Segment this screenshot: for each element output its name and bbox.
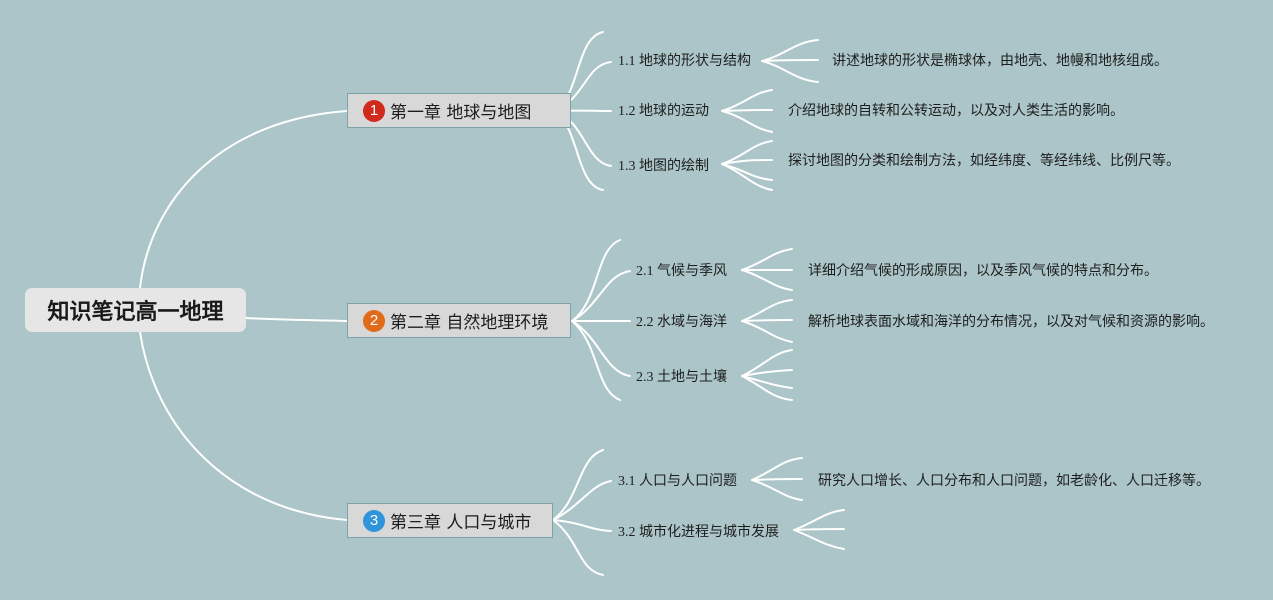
connector-root-chapter-2 [245, 317, 348, 322]
connector-s11-2 [761, 59, 819, 62]
section-1-2-topic[interactable]: 1.2 地球的运动 [618, 104, 709, 119]
connector-s31-2 [751, 478, 803, 481]
badge-1-icon: 1 [363, 99, 385, 122]
section-2-2-desc[interactable]: 解析地球表面水域和海洋的分布情况，以及对气候和资源的影响。 [808, 315, 1214, 330]
connector-s12-1 [721, 89, 773, 112]
connector-ch3-fan-2 [552, 480, 612, 521]
connector-ch2-fan-1 [571, 239, 621, 322]
section-2-1-desc[interactable]: 详细介绍气候的形成原因，以及季风气候的特点和分布。 [808, 264, 1158, 279]
connector-s31-1 [751, 457, 803, 481]
section-1-2-desc[interactable]: 介绍地球的自转和公转运动，以及对人类生活的影响。 [788, 104, 1124, 119]
connector-s23-4 [741, 375, 793, 401]
connector-ch2-fan-2 [571, 270, 631, 322]
connector-ch2-fan-4 [571, 320, 631, 377]
connector-s12-2 [721, 109, 773, 112]
connector-s23-3 [741, 375, 793, 389]
connector-s13-4 [721, 163, 773, 191]
section-3-1-topic[interactable]: 3.1 人口与人口问题 [618, 474, 737, 489]
chapter-3-title: 第三章 人口与城市 [390, 513, 532, 533]
section-2-1-topic[interactable]: 2.1 气候与季风 [636, 264, 727, 279]
connector-s13-2 [721, 159, 773, 165]
connector-s32-2 [793, 528, 845, 531]
connector-s22-3 [741, 320, 793, 343]
chapter-2-title: 第二章 自然地理环境 [390, 313, 549, 333]
badge-2-icon: 2 [363, 309, 385, 332]
connector-s12-3 [721, 110, 773, 133]
connector-root-chapter-3 [139, 331, 348, 521]
badge-3-icon: 3 [363, 509, 385, 532]
connector-s21-1 [741, 248, 793, 271]
connector-s22-1 [741, 299, 793, 322]
section-1-1-topic[interactable]: 1.1 地球的形状与结构 [618, 54, 751, 69]
connector-s13-1 [721, 140, 773, 165]
connector-root-chapter-1 [139, 110, 348, 289]
connector-s31-3 [751, 479, 803, 501]
connector-s23-2 [741, 369, 793, 377]
chapter-3-topic[interactable]: 3 第三章 人口与城市 [347, 503, 553, 538]
root-topic[interactable]: 知识笔记高一地理 [25, 288, 246, 332]
section-2-2-topic[interactable]: 2.2 水域与海洋 [636, 315, 727, 330]
connector-s11-3 [761, 60, 819, 83]
section-1-1-desc[interactable]: 讲述地球的形状是椭球体，由地壳、地幔和地核组成。 [832, 54, 1168, 69]
section-3-1-desc[interactable]: 研究人口增长、人口分布和人口问题，如老龄化、人口迁移等。 [818, 474, 1210, 489]
connector-ch2-fan-5 [571, 320, 621, 401]
connector-s21-3 [741, 269, 793, 291]
connector-s22-2 [741, 319, 793, 322]
section-3-2-topic[interactable]: 3.2 城市化进程与城市发展 [618, 525, 779, 540]
connector-s32-1 [793, 509, 845, 531]
connector-ch3-fan-1 [552, 449, 604, 521]
connector-ch3-fan-3 [552, 519, 612, 532]
connector-s11-1 [761, 39, 819, 62]
chapter-1-title: 第一章 地球与地图 [390, 103, 532, 123]
section-1-3-desc[interactable]: 探讨地图的分类和绘制方法，如经纬度、等经纬线、比例尺等。 [788, 154, 1180, 169]
connector-s23-1 [741, 349, 793, 377]
section-1-3-topic[interactable]: 1.3 地图的绘制 [618, 159, 709, 174]
connector-s32-3 [793, 529, 845, 550]
section-2-3-topic[interactable]: 2.3 土地与土壤 [636, 370, 727, 385]
chapter-1-topic[interactable]: 1 第一章 地球与地图 [347, 93, 571, 128]
connector-ch3-fan-4 [552, 519, 604, 576]
chapter-2-topic[interactable]: 2 第二章 自然地理环境 [347, 303, 571, 338]
